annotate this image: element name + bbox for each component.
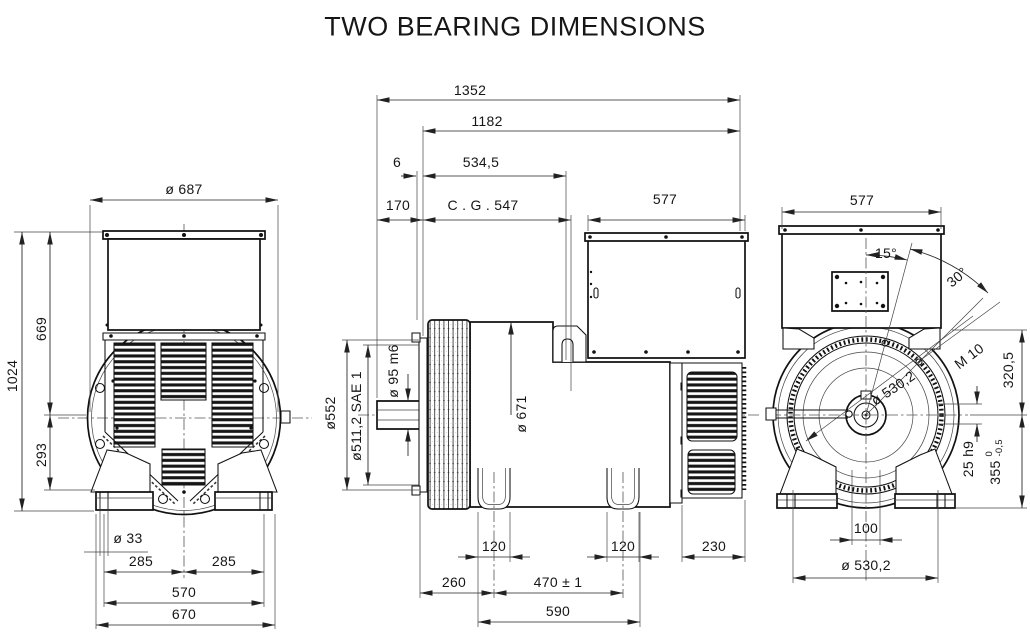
dim-669-label: 669	[33, 316, 49, 342]
dim-33-label: ø 33	[113, 530, 143, 546]
dim-170-label: 170	[385, 197, 411, 213]
front-view-drawing	[14, 197, 312, 629]
dim-cg-547-label: C . G . 547	[447, 197, 519, 213]
terminal-box-side	[588, 240, 745, 358]
dim-95m6-label: ø 95 m6	[385, 344, 401, 398]
dim-285-left-label: 285	[128, 553, 154, 569]
dim-570-label: 570	[171, 584, 197, 600]
side-dimensions-left	[342, 322, 514, 490]
dim-1352-label: 1352	[453, 82, 487, 98]
rear-foot-right	[896, 449, 952, 494]
drive-disc-screen	[428, 320, 470, 509]
dim-1182-label: 1182	[471, 113, 503, 129]
louver-left	[114, 343, 155, 447]
dim-671-label: ø 671	[513, 395, 529, 433]
terminal-box-front	[108, 239, 260, 330]
dim-355-tolerance: 0 -0,5	[984, 439, 1005, 457]
sae-flange	[419, 338, 427, 492]
dim-552-label: ø552	[322, 396, 338, 430]
dim-260-label: 260	[441, 574, 467, 590]
dim-230-label: 230	[701, 538, 727, 554]
dim-120-front-label: 120	[481, 538, 507, 554]
dim-590-label: 590	[545, 603, 571, 619]
louver-middle-top	[161, 343, 206, 400]
angle-line-15	[866, 243, 912, 415]
box-gusset-left	[783, 328, 814, 349]
dim-511-sae-label: ø511,2 SAE 1	[348, 371, 364, 461]
dim-1024-label: 1024	[4, 359, 20, 393]
dim-320-5-label: 320,5	[1000, 351, 1016, 389]
front-dimensions	[14, 197, 278, 629]
side-dimensions-top	[377, 95, 745, 398]
bolt-circle-leader	[806, 316, 973, 441]
louver-right	[212, 343, 253, 447]
m10-leader	[922, 302, 1000, 359]
dim-577-side-label: 577	[652, 191, 678, 207]
dim-534-5-label: 534,5	[462, 154, 500, 170]
dim-25h9-label: 25 h9	[960, 440, 976, 478]
side-view-drawing	[342, 95, 762, 627]
front-foot-left	[91, 450, 150, 492]
dim-470-label: 470 ± 1	[533, 574, 583, 590]
dim-15deg-label: 15°	[874, 245, 898, 261]
stud-rod	[766, 408, 852, 420]
louver-middle-bottom	[162, 449, 205, 485]
grease-fitting	[281, 411, 290, 423]
side-dimensions-bottom	[420, 472, 745, 627]
dim-6-label: 6	[392, 154, 402, 170]
dim-670-label: 670	[171, 606, 197, 622]
drawing-title: TWO BEARING DIMENSIONS	[324, 11, 706, 42]
rear-dimensions	[782, 207, 1027, 583]
dim-100-label: 100	[853, 520, 879, 536]
dim-355-value: 355	[987, 460, 1003, 485]
rear-foot-left	[780, 449, 836, 494]
rear-foot-plate-left	[777, 494, 837, 508]
front-foot-plate-right	[215, 492, 272, 510]
dim-120-rear-label: 120	[610, 538, 636, 554]
rear-bearing-bracket	[670, 363, 682, 503]
front-bolt-holes	[96, 384, 269, 504]
dim-293-label: 293	[33, 442, 49, 468]
front-foot-plate-left	[96, 492, 153, 510]
dim-577-rear-label: 577	[849, 192, 875, 208]
dim-285-right-label: 285	[211, 553, 237, 569]
rear-louver-bottom	[688, 450, 735, 494]
dim-530-2-bottom-label: ø 530,2	[841, 557, 891, 573]
rear-foot-plate-right	[895, 494, 955, 508]
rear-louver-top	[687, 372, 737, 441]
angle-line-45	[866, 298, 983, 415]
cable-entry-plate	[832, 272, 888, 311]
lifting-lug-slot	[562, 339, 573, 362]
rear-view-drawing	[766, 207, 1027, 583]
dim-355-label: 355 0 -0,5	[984, 439, 1005, 485]
dim-687-label: ø 687	[165, 181, 203, 197]
front-foot-right	[218, 450, 277, 492]
